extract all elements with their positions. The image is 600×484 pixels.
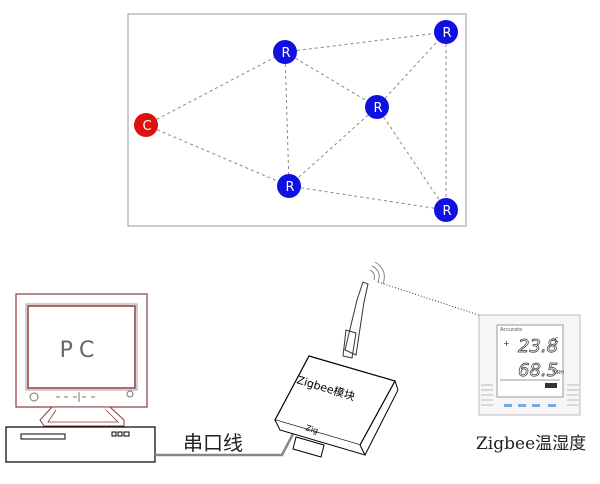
link-R4-R5 (288, 185, 447, 211)
router-node: R (277, 174, 301, 198)
coordinator-node: C (134, 113, 158, 137)
network-links (145, 31, 447, 211)
sensor-caption: Zigbee温湿度 (476, 434, 586, 454)
router-node: R (434, 198, 458, 222)
node-label: R (285, 180, 294, 195)
temp-humidity-sensor: Accurate + 23.8 ℃ 68.5 %RH (478, 314, 581, 416)
router-node: R (365, 95, 389, 119)
link-R3-R5 (376, 106, 447, 211)
network-nodes: C R R R R R (134, 20, 458, 222)
node-label: R (442, 204, 451, 219)
zigbee-module: Zigbee模块 Zig (274, 261, 399, 458)
antenna (344, 281, 369, 356)
serial-cable (155, 431, 296, 457)
pc-monitor: PC (15, 293, 148, 427)
link-R1-R4 (284, 51, 290, 187)
sensor-brand: Accurate (500, 327, 522, 333)
pc-case (5, 426, 156, 463)
link-R3-R2 (376, 31, 447, 108)
module-port-label: Zig (304, 423, 319, 435)
temperature-unit: ℃ (552, 337, 559, 344)
cable-label: 串口线 (183, 431, 243, 455)
router-node: R (434, 20, 458, 44)
humidity-readout: 68.5 (518, 360, 558, 381)
wireless-signal-icon (369, 261, 385, 285)
svg-text:+: + (503, 339, 510, 348)
humidity-unit: %RH (552, 370, 564, 376)
link-C-R4 (145, 124, 290, 187)
node-label: R (442, 26, 451, 41)
link-R3-R4 (288, 106, 378, 187)
temperature-readout: 23.8 (518, 336, 558, 357)
node-label: R (373, 101, 382, 116)
wireless-link (377, 281, 489, 319)
link-C-R1 (145, 51, 286, 126)
router-node: R (273, 40, 297, 64)
node-label: R (281, 46, 290, 61)
pc-label: PC (60, 338, 101, 363)
node-label: C (142, 119, 151, 134)
